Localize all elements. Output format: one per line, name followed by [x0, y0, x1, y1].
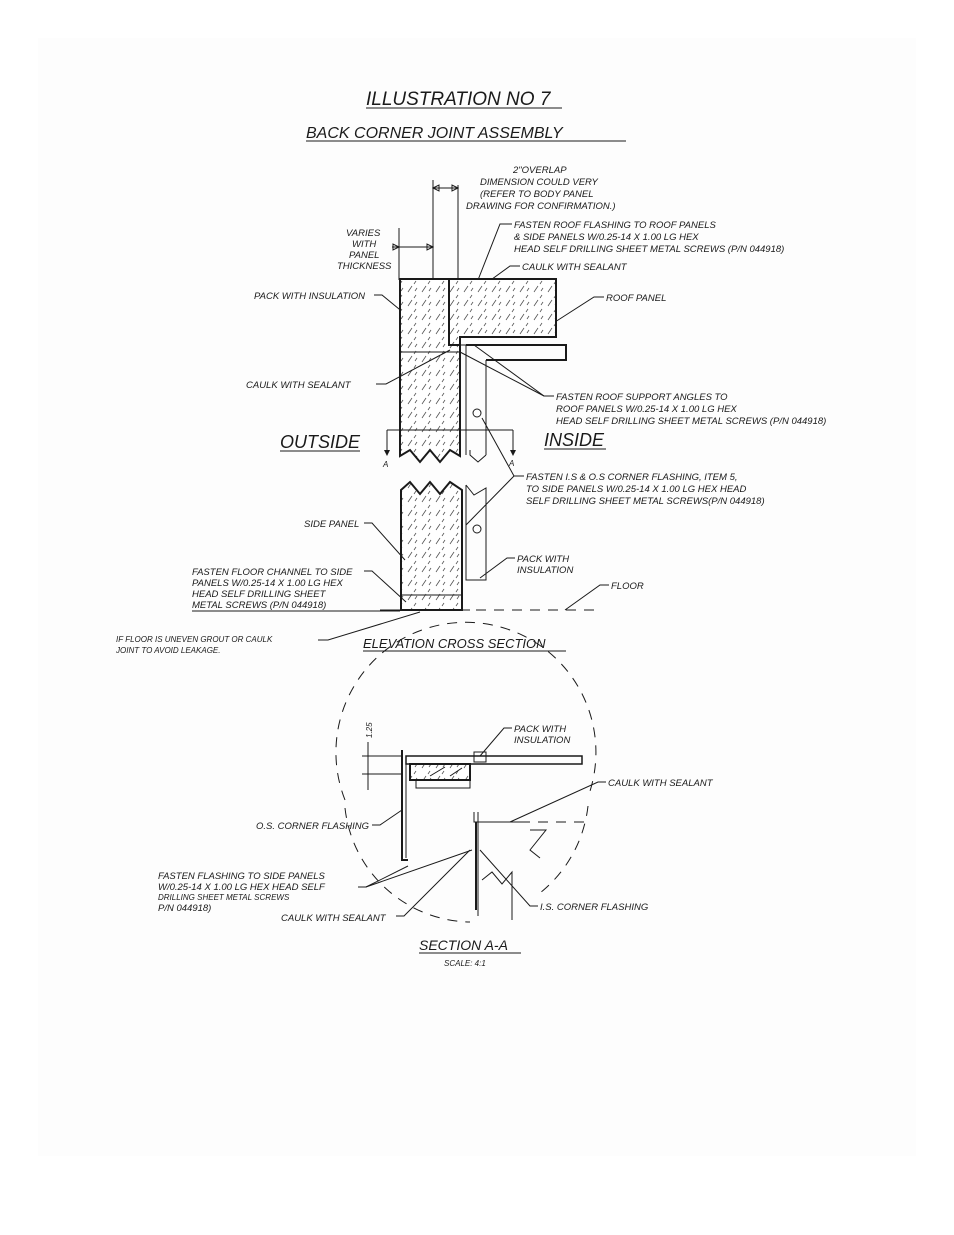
outside-label: OUTSIDE	[280, 432, 361, 452]
floor-uneven-note: IF FLOOR IS UNEVEN GROUT OR CAULK JOINT …	[115, 635, 273, 655]
svg-text:FASTEN FLOOR CHANNEL TO SIDE: FASTEN FLOOR CHANNEL TO SIDE	[192, 567, 353, 578]
svg-text:INSULATION: INSULATION	[514, 735, 570, 746]
section-marker-right: A	[508, 459, 514, 468]
fasten-roof-support-note: FASTEN ROOF SUPPORT ANGLES TO ROOF PANEL…	[556, 392, 826, 427]
svg-text:HEAD SELF DRILLING SHEET: HEAD SELF DRILLING SHEET	[192, 589, 327, 600]
section-marker-left: A	[382, 460, 388, 469]
varies-note: VARIES WITH PANEL THICKNESS	[337, 228, 392, 272]
svg-text:FASTEN FLASHING TO SIDE PANELS: FASTEN FLASHING TO SIDE PANELS	[158, 871, 325, 882]
floor-label: FLOOR	[611, 581, 644, 592]
drawing-sheet	[38, 38, 916, 1156]
svg-text:FASTEN I.S & O.S CORNER FLASHI: FASTEN I.S & O.S CORNER FLASHING, ITEM 5…	[526, 472, 738, 483]
roof-panel-label: ROOF PANEL	[606, 293, 666, 304]
caulk-section-bottom-label: CAULK WITH SEALANT	[281, 913, 387, 924]
svg-text:IF FLOOR IS UNEVEN GROUT OR CA: IF FLOOR IS UNEVEN GROUT OR CAULK	[116, 635, 273, 644]
svg-text:VARIES: VARIES	[346, 228, 381, 239]
inside-label: INSIDE	[544, 430, 605, 450]
elevation-cross-section	[380, 278, 600, 611]
section-title: SECTION A-A	[419, 937, 508, 953]
fasten-floor-note: FASTEN FLOOR CHANNEL TO SIDE PANELS W/0.…	[192, 567, 353, 611]
svg-text:PANELS W/0.25-14 X 1.00 LG HEX: PANELS W/0.25-14 X 1.00 LG HEX	[192, 578, 344, 589]
svg-text:TO SIDE PANELS W/0.25-14 X 1.0: TO SIDE PANELS W/0.25-14 X 1.00 LG HEX H…	[526, 484, 746, 495]
svg-text:PACK WITH: PACK WITH	[514, 724, 566, 735]
overlap-line-2: DIMENSION COULD VERY	[480, 177, 599, 188]
overlap-line-4: DRAWING FOR CONFIRMATION.)	[466, 201, 616, 212]
svg-text:P/N 044918): P/N 044918)	[158, 903, 211, 914]
svg-text:PACK WITH: PACK WITH	[517, 554, 569, 565]
fasten-roof-flashing-note: FASTEN ROOF FLASHING TO ROOF PANELS & SI…	[514, 220, 784, 255]
caulk-mid-label: CAULK WITH SEALANT	[246, 380, 352, 391]
section-a-a	[335, 621, 597, 923]
side-panel-label: SIDE PANEL	[304, 519, 359, 530]
svg-text:PANEL: PANEL	[349, 250, 379, 261]
fasten-corner-note: FASTEN I.S & O.S CORNER FLASHING, ITEM 5…	[526, 472, 765, 507]
svg-text:METAL SCREWS (P/N 044918): METAL SCREWS (P/N 044918)	[192, 600, 326, 611]
scale-label: SCALE: 4:1	[444, 959, 486, 968]
illustration-title: ILLUSTRATION NO 7	[366, 89, 552, 110]
svg-text:WITH: WITH	[352, 239, 376, 250]
svg-text:JOINT TO AVOID LEAKAGE.: JOINT TO AVOID LEAKAGE.	[115, 646, 220, 655]
svg-text:ROOF PANELS W/0.25-14 X 1.00 L: ROOF PANELS W/0.25-14 X 1.00 LG HEX	[556, 404, 737, 415]
pack-top-label: PACK WITH INSULATION	[254, 291, 365, 302]
svg-text:INSULATION: INSULATION	[517, 565, 573, 576]
svg-text:FASTEN ROOF SUPPORT ANGLES TO: FASTEN ROOF SUPPORT ANGLES TO	[556, 392, 728, 403]
os-corner-flashing-label: O.S. CORNER FLASHING	[256, 821, 369, 832]
pack-section-note: PACK WITH INSULATION	[514, 724, 570, 746]
svg-text:FASTEN ROOF FLASHING TO ROOF P: FASTEN ROOF FLASHING TO ROOF PANELS	[514, 220, 716, 231]
caulk-section-right-label: CAULK WITH SEALANT	[608, 778, 714, 789]
overlap-line-1: 2"OVERLAP	[512, 165, 567, 176]
svg-text:SELF DRILLING SHEET METAL SCRE: SELF DRILLING SHEET METAL SCREWS(P/N 044…	[526, 496, 765, 507]
caulk-top-label: CAULK WITH SEALANT	[522, 262, 628, 273]
pack-low-note: PACK WITH INSULATION	[517, 554, 573, 576]
svg-text:THICKNESS: THICKNESS	[337, 261, 392, 272]
assembly-subtitle: BACK CORNER JOINT ASSEMBLY	[306, 125, 564, 142]
is-corner-flashing-label: I.S. CORNER FLASHING	[540, 902, 648, 913]
svg-text:HEAD SELF DRILLING SHEET METAL: HEAD SELF DRILLING SHEET METAL SCREWS (P…	[514, 244, 784, 255]
dimension-1-25: 1.25	[365, 722, 374, 738]
fasten-flashing-note: FASTEN FLASHING TO SIDE PANELS W/0.25-14…	[158, 871, 326, 914]
elevation-title: ELEVATION CROSS SECTION	[363, 636, 546, 651]
overlap-line-3: (REFER TO BODY PANEL	[480, 189, 594, 200]
svg-text:& SIDE PANELS W/0.25-14 X 1.00: & SIDE PANELS W/0.25-14 X 1.00 LG HEX	[514, 232, 699, 243]
overlap-note: 2"OVERLAP DIMENSION COULD VERY (REFER TO…	[466, 165, 616, 212]
svg-text:HEAD SELF DRILLING SHEET METAL: HEAD SELF DRILLING SHEET METAL SCREWS (P…	[556, 416, 826, 427]
svg-text:DRILLING SHEET METAL SCREWS: DRILLING SHEET METAL SCREWS	[158, 893, 290, 902]
svg-text:W/0.25-14 X 1.00 LG HEX HEAD S: W/0.25-14 X 1.00 LG HEX HEAD SELF	[158, 882, 326, 893]
